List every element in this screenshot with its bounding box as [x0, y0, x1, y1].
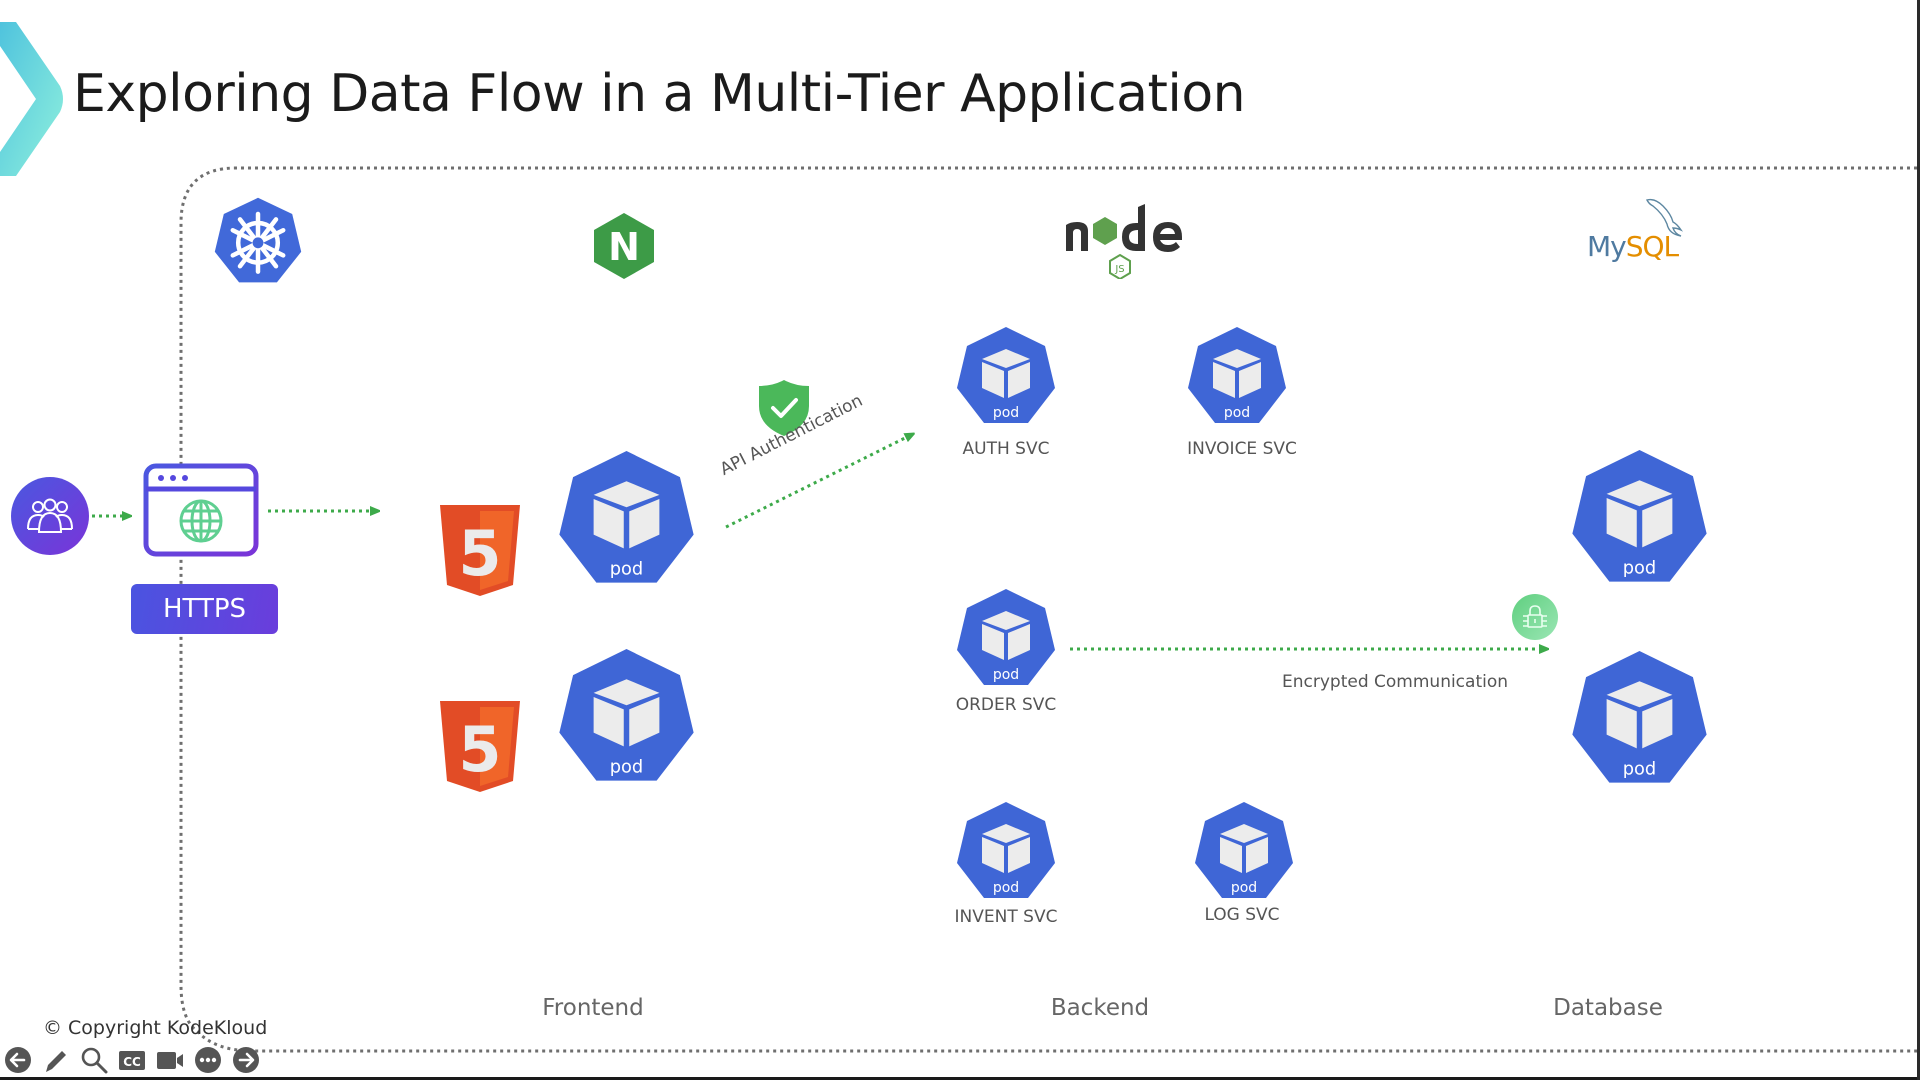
bottom-border: [0, 1077, 1920, 1080]
svg-text:pod: pod: [1623, 557, 1656, 578]
frontend-pod[interactable]: pod: [558, 649, 695, 782]
svg-text:5: 5: [458, 517, 501, 590]
invent-svc-label: INVENT SVC: [954, 907, 1058, 927]
nodejs-logo-icon: JS: [1066, 204, 1182, 279]
svg-text:pod: pod: [610, 756, 643, 777]
zoom-button[interactable]: [80, 1046, 108, 1074]
invent-svc-pod[interactable]: pod: [956, 802, 1056, 899]
svg-text:pod: pod: [610, 558, 643, 579]
dolphin-icon: [1645, 198, 1684, 237]
pod-icon: pod: [1188, 327, 1286, 423]
encryption-lock-icon: [1512, 594, 1558, 640]
svg-text:CC: CC: [123, 1055, 141, 1069]
tier-label-backend: Backend: [1050, 995, 1150, 1021]
previous-slide-button[interactable]: [4, 1046, 32, 1074]
svg-text:pod: pod: [1231, 880, 1257, 896]
kubernetes-logo-icon: [214, 197, 302, 283]
browser-globe-icon: [143, 463, 259, 557]
tier-label-database: Database: [1553, 995, 1663, 1021]
right-border: [1917, 0, 1920, 1080]
auth-svc-pod[interactable]: pod: [956, 327, 1056, 424]
more-dots-icon: [195, 1047, 221, 1073]
svg-text:pod: pod: [993, 880, 1019, 896]
svg-text:N: N: [608, 225, 640, 269]
cc-icon: CC: [119, 1051, 145, 1070]
pen-tool-button[interactable]: [42, 1046, 70, 1074]
html5-logo-icon: 5: [440, 505, 520, 596]
pencil-icon: [46, 1051, 66, 1072]
pod-icon: pod: [957, 327, 1055, 423]
slide-title: Exploring Data Flow in a Multi-Tier Appl…: [73, 64, 1246, 124]
order-svc-label: ORDER SVC: [955, 695, 1057, 715]
invoice-svc-label: INVOICE SVC: [1187, 439, 1297, 459]
auth-svc-label: AUTH SVC: [962, 439, 1050, 459]
database-pod[interactable]: pod: [1571, 450, 1708, 583]
mysql-logo: MySQL: [1583, 196, 1693, 268]
svg-text:pod: pod: [1224, 405, 1250, 421]
video-camera-icon: [157, 1052, 183, 1069]
mysql-sql-text: SQL: [1625, 230, 1679, 263]
pod-icon: pod: [559, 649, 694, 781]
captions-button[interactable]: CC: [118, 1046, 146, 1074]
pod-icon: pod: [1572, 651, 1707, 783]
mysql-my-text: My: [1587, 230, 1627, 263]
tier-label-frontend: Frontend: [542, 995, 644, 1021]
svg-text:pod: pod: [993, 405, 1019, 421]
https-badge: HTTPS: [131, 584, 278, 634]
pod-icon: pod: [559, 451, 694, 583]
svg-text:pod: pod: [993, 667, 1019, 683]
arrow-right-circle-icon: [233, 1047, 259, 1073]
log-svc-pod[interactable]: pod: [1194, 802, 1294, 899]
presentation-toolbar: CC: [4, 1046, 260, 1074]
next-slide-button[interactable]: [232, 1046, 260, 1074]
more-options-button[interactable]: [194, 1046, 222, 1074]
order-svc-pod[interactable]: pod: [956, 589, 1056, 686]
pod-icon: pod: [1572, 450, 1707, 582]
frontend-pod[interactable]: pod: [558, 451, 695, 584]
pod-icon: pod: [957, 589, 1055, 685]
shield-check-icon: [759, 380, 809, 436]
encrypted-communication-label: Encrypted Communication: [1282, 672, 1509, 692]
magnifier-icon: [81, 1047, 108, 1074]
svg-text:pod: pod: [1623, 758, 1656, 779]
chevron-accent-icon: [0, 22, 63, 176]
invoice-svc-pod[interactable]: pod: [1187, 327, 1287, 424]
database-pod[interactable]: pod: [1571, 651, 1708, 784]
log-svc-label: LOG SVC: [1204, 905, 1280, 925]
users-group-icon: [11, 477, 89, 555]
pod-icon: pod: [1195, 802, 1293, 898]
nginx-logo-icon: N: [594, 213, 654, 279]
svg-text:5: 5: [458, 713, 501, 786]
copyright-text: © Copyright KodeKloud: [43, 1017, 268, 1039]
arrow-left-circle-icon: [5, 1047, 31, 1073]
pod-icon: pod: [957, 802, 1055, 898]
html5-logo-icon: 5: [440, 701, 520, 792]
video-button[interactable]: [156, 1046, 184, 1074]
svg-text:JS: JS: [1114, 264, 1124, 275]
